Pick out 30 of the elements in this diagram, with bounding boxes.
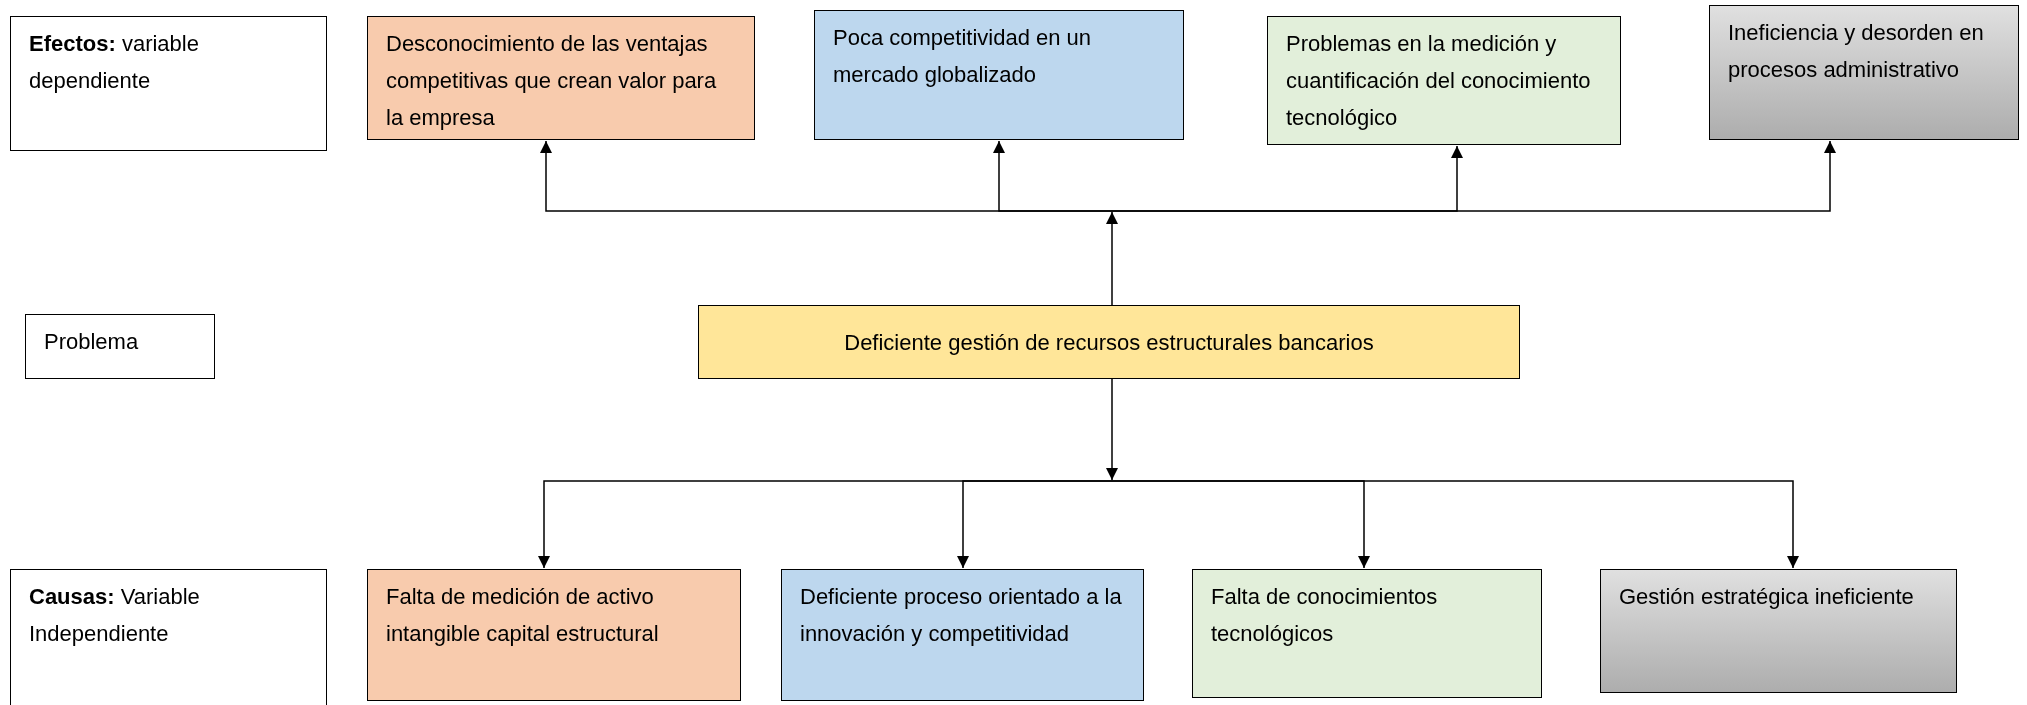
- arrow: [1111, 140, 1836, 212]
- node-text: Falta de conocimientos tecnológicos: [1211, 583, 1439, 648]
- effect-box: [814, 10, 1184, 140]
- node-text: Poca competitividad en un mercado globalizado: [833, 24, 1093, 89]
- label-box: [25, 314, 215, 379]
- node-text: Efectos: variable dependiente: [29, 30, 200, 95]
- label-box: [10, 569, 327, 705]
- arrow: [1106, 211, 1118, 306]
- cause-box: [1192, 569, 1542, 698]
- node-text: Falta de medición de activo intangible capital estructural: [386, 583, 660, 648]
- effect-box: [1709, 5, 2019, 140]
- arrow: [1106, 378, 1118, 481]
- label-box: [10, 16, 327, 151]
- arrow: [957, 480, 1113, 569]
- node-text: Gestión estratégica ineficiente: [1619, 583, 1915, 611]
- cause-box: [367, 569, 741, 701]
- node-text: Deficiente proceso orientado a la innovación y competitividad: [800, 583, 1123, 648]
- problem-box: [698, 305, 1520, 379]
- node-text: Ineficiencia y desorden en procesos administrativo: [1728, 19, 1985, 84]
- cause-box: [1600, 569, 1957, 693]
- node-text: Problema: [44, 328, 140, 356]
- arrow: [993, 140, 1113, 212]
- cause-box: [781, 569, 1144, 701]
- arrow: [1111, 480, 1799, 569]
- effect-box: [1267, 16, 1621, 145]
- node-text: Problemas en la medición y cuantificación del conocimiento tecnológico: [1286, 30, 1592, 132]
- node-text: Desconocimiento de las ventajas competitivas que crean valor para la empresa: [386, 30, 718, 132]
- node-text: Causas: Variable Independiente: [29, 583, 201, 648]
- effect-box: [367, 16, 755, 140]
- node-text: Deficiente gestión de recursos estructurales bancarios: [844, 328, 1374, 357]
